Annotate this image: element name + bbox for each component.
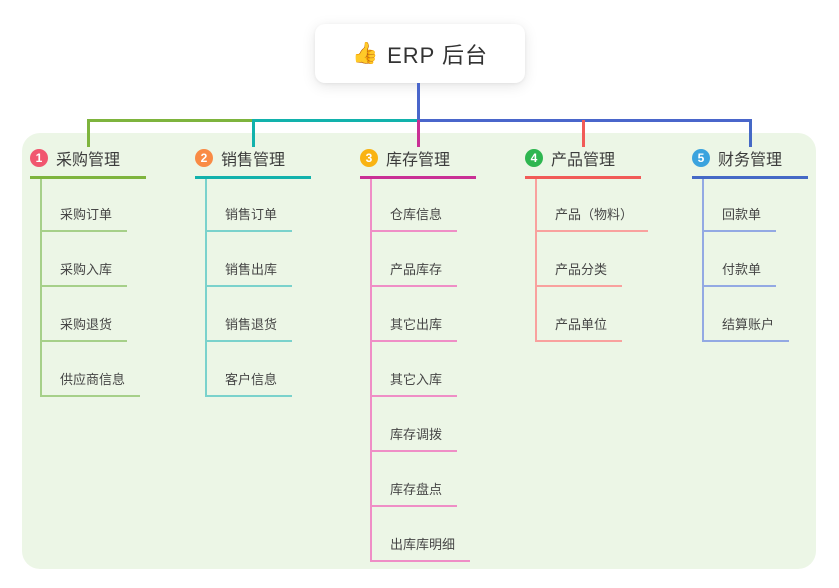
branch-number-badge: 4 bbox=[525, 149, 543, 167]
child-node[interactable]: 产品分类 bbox=[537, 232, 623, 287]
child-node[interactable]: 仓库信息 bbox=[372, 179, 458, 232]
child-node[interactable]: 产品单位 bbox=[537, 287, 623, 342]
child-node-label: 结算账户 bbox=[722, 317, 775, 332]
child-node[interactable]: 回款单 bbox=[704, 179, 777, 232]
branch-5: 5 财务管理回款单付款单结算账户 bbox=[692, 146, 808, 342]
branch-drop-line-2 bbox=[251, 120, 255, 147]
branch-number-badge: 2 bbox=[195, 149, 213, 167]
branch-1: 1 采购管理采购订单采购入库采购退货供应商信息 bbox=[30, 146, 146, 397]
branch-label: 财务管理 bbox=[718, 152, 783, 169]
child-node[interactable]: 其它出库 bbox=[372, 287, 458, 342]
child-node-label: 采购入库 bbox=[60, 262, 113, 277]
child-node[interactable]: 采购订单 bbox=[42, 179, 128, 232]
branch-header-5[interactable]: 5 财务管理 bbox=[692, 146, 808, 179]
child-node[interactable]: 付款单 bbox=[704, 232, 777, 287]
branch-drop-line-3 bbox=[416, 120, 420, 147]
child-node-label: 出库库明细 bbox=[390, 537, 456, 552]
branch-drop-line-4 bbox=[581, 120, 585, 147]
child-node-label: 其它出库 bbox=[390, 317, 443, 332]
bus-segment-green bbox=[86, 119, 252, 122]
branch-label: 采购管理 bbox=[56, 152, 121, 169]
child-node-label: 产品分类 bbox=[555, 262, 608, 277]
child-node[interactable]: 结算账户 bbox=[704, 287, 790, 342]
branch-drop-line-1 bbox=[86, 120, 90, 147]
branch-label: 销售管理 bbox=[221, 152, 286, 169]
branch-children-2: 销售订单销售出库销售退货客户信息 bbox=[205, 179, 293, 397]
child-node[interactable]: 出库库明细 bbox=[372, 507, 471, 562]
child-node[interactable]: 供应商信息 bbox=[42, 342, 141, 397]
child-node[interactable]: 销售出库 bbox=[207, 232, 293, 287]
child-node-label: 供应商信息 bbox=[60, 372, 126, 387]
branch-label: 库存管理 bbox=[386, 152, 451, 169]
branch-number-badge: 3 bbox=[360, 149, 378, 167]
root-stem-line bbox=[416, 83, 420, 121]
branch-header-4[interactable]: 4 产品管理 bbox=[525, 146, 641, 179]
child-node[interactable]: 其它入库 bbox=[372, 342, 458, 397]
child-node[interactable]: 采购入库 bbox=[42, 232, 128, 287]
branch-children-5: 回款单付款单结算账户 bbox=[702, 179, 790, 342]
child-node-label: 其它入库 bbox=[390, 372, 443, 387]
child-node[interactable]: 产品（物料） bbox=[537, 179, 649, 232]
child-node-label: 客户信息 bbox=[225, 372, 278, 387]
child-node-label: 销售退货 bbox=[225, 317, 278, 332]
branch-header-3[interactable]: 3 库存管理 bbox=[360, 146, 476, 179]
child-node[interactable]: 客户信息 bbox=[207, 342, 293, 397]
child-node-label: 采购订单 bbox=[60, 207, 113, 222]
branch-number-badge: 1 bbox=[30, 149, 48, 167]
child-node-label: 库存调拨 bbox=[390, 427, 443, 442]
child-node-label: 产品库存 bbox=[390, 262, 443, 277]
branch-label: 产品管理 bbox=[551, 152, 616, 169]
child-node-label: 销售出库 bbox=[225, 262, 278, 277]
child-node[interactable]: 采购退货 bbox=[42, 287, 128, 342]
branch-header-1[interactable]: 1 采购管理 bbox=[30, 146, 146, 179]
branch-drop-line-5 bbox=[748, 120, 752, 147]
child-node-label: 产品单位 bbox=[555, 317, 608, 332]
child-node-label: 产品（物料） bbox=[555, 207, 634, 222]
child-node-label: 库存盘点 bbox=[390, 482, 443, 497]
child-node[interactable]: 产品库存 bbox=[372, 232, 458, 287]
child-node-label: 回款单 bbox=[722, 207, 762, 222]
branch-4: 4 产品管理产品（物料） 产品分类产品单位 bbox=[525, 146, 649, 342]
branch-children-1: 采购订单采购入库采购退货供应商信息 bbox=[40, 179, 141, 397]
child-node[interactable]: 库存盘点 bbox=[372, 452, 458, 507]
child-node[interactable]: 库存调拨 bbox=[372, 397, 458, 452]
branch-number-badge: 5 bbox=[692, 149, 710, 167]
branch-children-3: 仓库信息产品库存其它出库其它入库库存调拨库存盘点出库库明细 bbox=[370, 179, 471, 562]
child-node[interactable]: 销售退货 bbox=[207, 287, 293, 342]
branches-panel bbox=[22, 133, 816, 569]
root-label: ERP 后台 bbox=[387, 42, 489, 68]
child-node[interactable]: 销售订单 bbox=[207, 179, 293, 232]
branch-header-2[interactable]: 2 销售管理 bbox=[195, 146, 311, 179]
bus-segment-teal bbox=[251, 119, 417, 122]
branch-2: 2 销售管理销售订单销售出库销售退货客户信息 bbox=[195, 146, 311, 397]
root-node[interactable]: 👍 ERP 后台 bbox=[315, 24, 525, 83]
child-node-label: 仓库信息 bbox=[390, 207, 443, 222]
child-node-label: 销售订单 bbox=[225, 207, 278, 222]
branch-children-4: 产品（物料） 产品分类产品单位 bbox=[535, 179, 649, 342]
branch-3: 3 库存管理仓库信息产品库存其它出库其它入库库存调拨库存盘点出库库明细 bbox=[360, 146, 476, 562]
child-node-label: 付款单 bbox=[722, 262, 762, 277]
child-node-label: 采购退货 bbox=[60, 317, 113, 332]
thumbs-up-icon: 👍 bbox=[351, 42, 379, 65]
